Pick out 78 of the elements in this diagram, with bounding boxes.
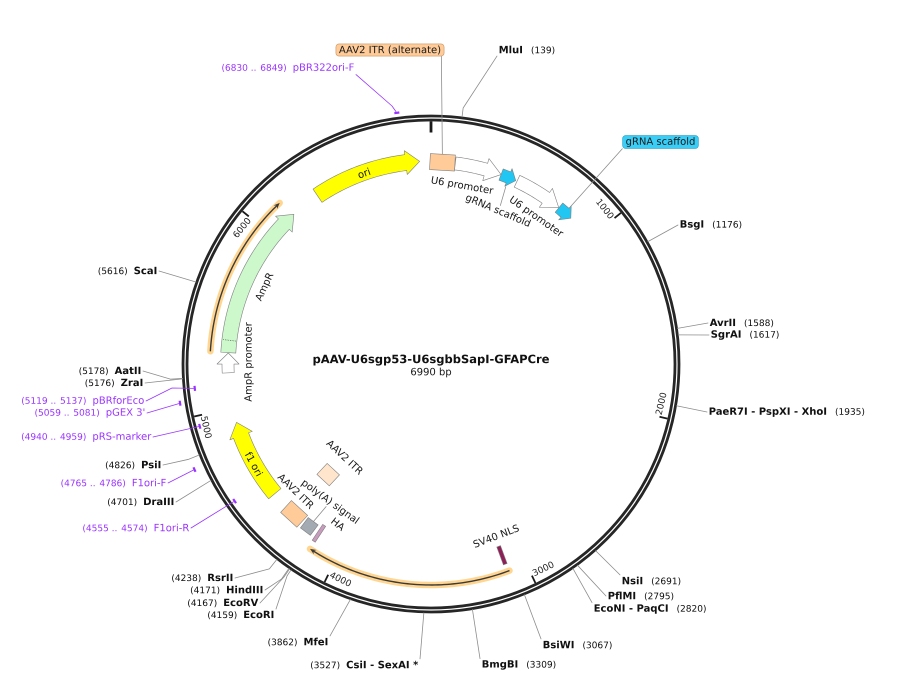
primer-mark	[193, 386, 196, 391]
leader-line	[571, 148, 623, 206]
feature-callout: AAV2 ITR (alternate)	[336, 44, 444, 56]
leader-line	[678, 334, 710, 336]
tick-label: 5000	[201, 416, 212, 438]
leader-line	[146, 403, 180, 414]
feature-label: AmpR promoter	[244, 322, 254, 402]
leader-line	[577, 564, 606, 596]
leader-line	[462, 56, 498, 118]
tick-label: 4000	[330, 572, 352, 586]
restriction-site-label: MluI (139)	[500, 46, 554, 54]
leader-line	[330, 599, 351, 636]
restriction-site-label: (4171) HindIII	[190, 586, 262, 594]
leader-line	[264, 568, 290, 590]
primer-mark	[198, 424, 202, 430]
leader-line	[146, 388, 194, 402]
primer-label: (5119 .. 5137) pBRforEco	[22, 396, 144, 406]
restriction-site-label: BsgI (1176)	[680, 220, 742, 230]
primer-label: (6830 .. 6849) pBR322ori-F	[222, 63, 354, 73]
restriction-site-label: (5176) ZraI	[86, 378, 142, 388]
primer-mark	[232, 498, 237, 504]
restriction-site-label: (4167) EcoRV	[188, 598, 258, 608]
primer-mark	[394, 111, 400, 114]
feature-label: U6 promoter	[432, 176, 494, 194]
primer-mark	[192, 466, 196, 472]
restriction-site-label: (4701) DraIII	[108, 498, 174, 506]
leader-line	[176, 480, 212, 502]
leader-line	[234, 559, 278, 578]
leader-line	[168, 470, 194, 484]
leader-line	[677, 322, 708, 329]
leader-line	[142, 370, 183, 380]
restriction-site-label: SgrAI (1617)	[711, 330, 779, 340]
leader-line	[420, 612, 424, 660]
tick-label: 3000	[532, 562, 554, 576]
restriction-site-label: BsiWI (3067)	[544, 640, 612, 650]
feature-label: SV40 NLS	[473, 524, 519, 548]
restriction-site-label: (4159) EcoRI	[208, 610, 274, 620]
leader-line	[260, 568, 290, 604]
leader-line	[595, 550, 620, 576]
leader-line	[676, 405, 708, 412]
leader-line	[524, 594, 542, 640]
restriction-site-label: (3527) CsiI - SexAI *	[311, 660, 418, 670]
plasmid-size: 6990 bp	[411, 368, 452, 378]
restriction-site-label: PflMI (2795)	[608, 592, 674, 600]
primer-label: (4555 .. 4574) F1ori-R	[83, 524, 190, 532]
leader-line	[313, 506, 326, 522]
restriction-site-label: BmgBI (3309)	[482, 660, 556, 670]
primer-label: (5059 .. 5081) pGEX 3'	[35, 408, 144, 418]
leader-line	[440, 56, 443, 154]
restriction-site-label: AvrII (1588)	[710, 318, 774, 328]
tick-label: 2000	[656, 392, 666, 415]
restriction-site-label: EcoNI - PaqCI (2820)	[594, 604, 706, 614]
restriction-site-label: (5616) ScaI	[98, 266, 156, 276]
restriction-site-label: (4826) PsiI	[106, 460, 160, 470]
primer-label: (4940 .. 4959) pRS-marker	[22, 432, 152, 442]
feature-box	[429, 153, 456, 172]
leader-line	[144, 378, 183, 384]
map-feature: ori	[312, 150, 420, 203]
restriction-site-label: (4238) RsrII	[172, 574, 232, 582]
leader-line	[647, 224, 678, 242]
leader-line	[162, 454, 200, 466]
primer-label: (4765 .. 4786) F1ori-F	[61, 478, 166, 488]
leader-line	[472, 609, 480, 659]
map-feature	[498, 168, 516, 186]
restriction-site-label: PaeR7I - PspXI - XhoI (1935)	[710, 407, 864, 417]
restriction-site-label: NsiI (2691)	[622, 576, 680, 586]
plasmid-name: pAAV-U6sgp53-U6sgbbSapI-GFAPCre	[314, 354, 549, 366]
leader-line	[276, 570, 292, 610]
primer-mark	[178, 400, 182, 406]
leader-line	[158, 270, 196, 282]
leader-line	[356, 74, 396, 112]
leader-line	[190, 501, 234, 528]
restriction-site-label: (5178) AatII	[79, 366, 140, 376]
leader-line	[500, 186, 506, 206]
restriction-site-label: (3862) MfeI	[268, 638, 328, 646]
feature-callout: gRNA scaffold	[622, 135, 699, 149]
leader-line	[572, 568, 592, 603]
leader-line	[152, 426, 199, 438]
